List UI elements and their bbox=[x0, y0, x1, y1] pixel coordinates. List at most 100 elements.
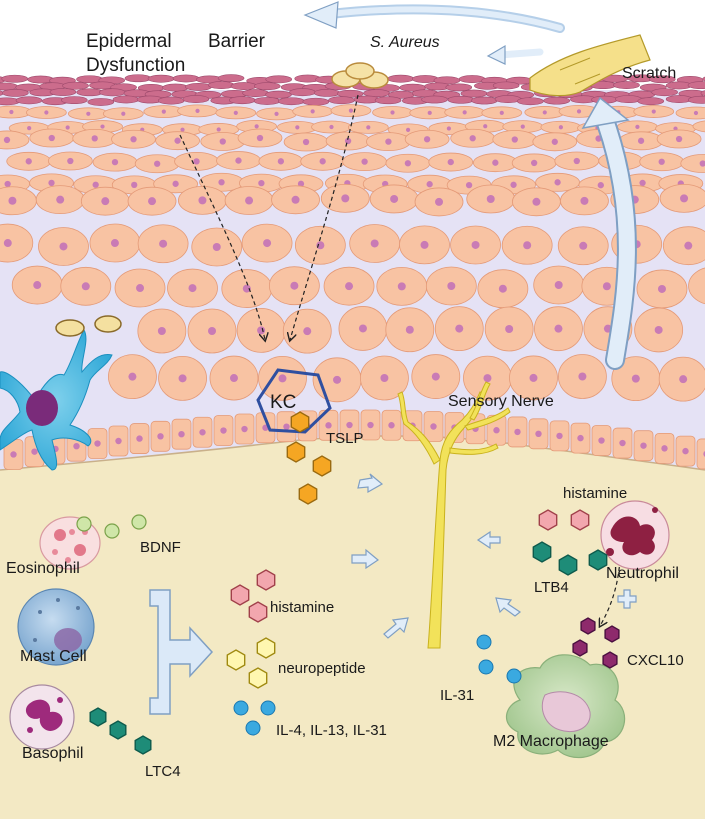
keratinocyte-nucleus bbox=[319, 158, 326, 165]
keratinocyte-nucleus bbox=[405, 325, 414, 334]
keratinocyte-nucleus bbox=[390, 110, 395, 115]
keratinocyte-nucleus bbox=[370, 239, 379, 248]
keratinocyte-nucleus bbox=[597, 182, 604, 189]
label-basophil: Basophil bbox=[22, 745, 84, 762]
scratch-to-saureus-arrow bbox=[496, 48, 544, 59]
keratinocyte-nucleus bbox=[635, 124, 640, 129]
corneocyte bbox=[447, 95, 475, 104]
keratinocyte-nucleus bbox=[329, 124, 334, 130]
basal-cell-nucleus bbox=[661, 445, 668, 452]
basal-cell-nucleus bbox=[346, 421, 353, 429]
keratinocyte-nucleus bbox=[532, 197, 541, 206]
keratinocyte-nucleus bbox=[447, 158, 454, 166]
keratinocyte-nucleus bbox=[483, 124, 488, 129]
keratinocyte-nucleus bbox=[67, 157, 74, 165]
keratinocyte-nucleus bbox=[256, 134, 264, 142]
corneocyte bbox=[157, 96, 185, 105]
keratinocyte-nucleus bbox=[198, 196, 207, 205]
keratinocyte-nucleus bbox=[366, 125, 371, 130]
histamine-molecule bbox=[248, 601, 268, 623]
keratinocyte-nucleus bbox=[92, 181, 99, 188]
basal-cell-nucleus bbox=[598, 437, 605, 444]
keratinocyte-nucleus bbox=[188, 284, 197, 293]
keratinocyte-nucleus bbox=[8, 196, 17, 205]
keratinocyte-nucleus bbox=[333, 375, 342, 384]
corneocyte bbox=[217, 74, 245, 83]
label-neutrophil: Neutrophil bbox=[606, 565, 679, 582]
corneocyte bbox=[253, 82, 281, 91]
keratinocyte-nucleus bbox=[680, 194, 689, 203]
neuropeptide-molecule bbox=[256, 637, 276, 659]
label-histamine-center: histamine bbox=[270, 599, 335, 616]
keratinocyte-nucleus bbox=[465, 181, 473, 189]
corneocyte bbox=[421, 95, 448, 104]
keratinocyte-nucleus bbox=[523, 241, 532, 250]
keratinocyte-nucleus bbox=[551, 138, 558, 145]
corneocyte bbox=[302, 97, 330, 106]
corneocyte bbox=[49, 88, 77, 96]
keratinocyte-nucleus bbox=[385, 138, 392, 145]
keratinocyte-nucleus bbox=[486, 194, 495, 203]
corneocyte bbox=[253, 97, 281, 105]
keratinocyte-nucleus bbox=[511, 136, 518, 143]
keratinocyte-nucleus bbox=[498, 284, 507, 293]
keratinocyte-nucleus bbox=[235, 157, 242, 164]
label-tslp: TSLP bbox=[326, 430, 364, 447]
keratinocyte-nucleus bbox=[361, 158, 368, 165]
corneocyte bbox=[87, 98, 115, 106]
corneocyte bbox=[162, 83, 189, 92]
keratinocyte-nucleus bbox=[431, 372, 440, 381]
basal-cell-nucleus bbox=[514, 428, 521, 436]
keratinocyte-nucleus bbox=[348, 108, 354, 113]
keratinocyte-nucleus bbox=[3, 136, 11, 144]
keratinocyte-nucleus bbox=[33, 281, 42, 290]
corneocyte bbox=[687, 81, 705, 90]
corneocyte bbox=[492, 81, 520, 90]
keratinocyte-nucleus bbox=[469, 135, 476, 142]
cxcl10-molecule bbox=[604, 625, 620, 643]
keratinocyte-nucleus bbox=[435, 197, 444, 206]
keratinocyte-nucleus bbox=[263, 239, 272, 248]
corneocyte bbox=[99, 88, 126, 97]
corneocyte bbox=[61, 96, 88, 105]
histamine-molecule bbox=[570, 509, 590, 531]
basal-cell-nucleus bbox=[367, 421, 374, 429]
label-ltb4: LTB4 bbox=[534, 579, 569, 596]
label-bdnf: BDNF bbox=[140, 539, 181, 556]
keratinocyte-nucleus bbox=[542, 110, 547, 115]
ltc4-molecule bbox=[109, 720, 127, 740]
keratinocyte-nucleus bbox=[390, 194, 399, 203]
corneocyte bbox=[1, 74, 28, 83]
keratinocyte-nucleus bbox=[341, 194, 350, 203]
corneocyte bbox=[615, 95, 642, 103]
corneocyte bbox=[387, 74, 414, 83]
signal-arrows bbox=[351, 473, 637, 639]
sensory-nerve-icon bbox=[397, 381, 511, 649]
keratinocyte-nucleus bbox=[257, 326, 266, 335]
histamine-molecule bbox=[538, 509, 558, 531]
keratinocyte-nucleus bbox=[573, 157, 580, 165]
keratinocyte-nucleus bbox=[505, 325, 514, 334]
histamine-molecule bbox=[256, 569, 276, 591]
keratinocyte-nucleus bbox=[297, 180, 305, 187]
label-dysfunction: Dysfunction bbox=[86, 55, 186, 76]
cxcl10-molecule bbox=[572, 639, 588, 657]
keratinocyte-nucleus bbox=[212, 242, 221, 251]
basal-cell-nucleus bbox=[157, 433, 164, 440]
keratinocyte bbox=[688, 267, 705, 305]
keratinocyte-nucleus bbox=[4, 180, 11, 188]
label-histamine-right: histamine bbox=[563, 485, 628, 502]
corneocyte bbox=[289, 88, 316, 97]
basal-cell-nucleus bbox=[241, 425, 248, 433]
keratinocyte-nucleus bbox=[81, 282, 90, 291]
keratinocyte-nucleus bbox=[193, 158, 200, 165]
basal-cell-nucleus bbox=[430, 423, 437, 430]
keratinocyte-nucleus bbox=[110, 239, 119, 248]
keratinocyte-nucleus bbox=[154, 160, 161, 167]
basal-cell-nucleus bbox=[640, 442, 647, 449]
keratinocyte-nucleus bbox=[180, 127, 185, 132]
corneocyte bbox=[185, 83, 212, 91]
keratinocyte-nucleus bbox=[420, 240, 429, 249]
